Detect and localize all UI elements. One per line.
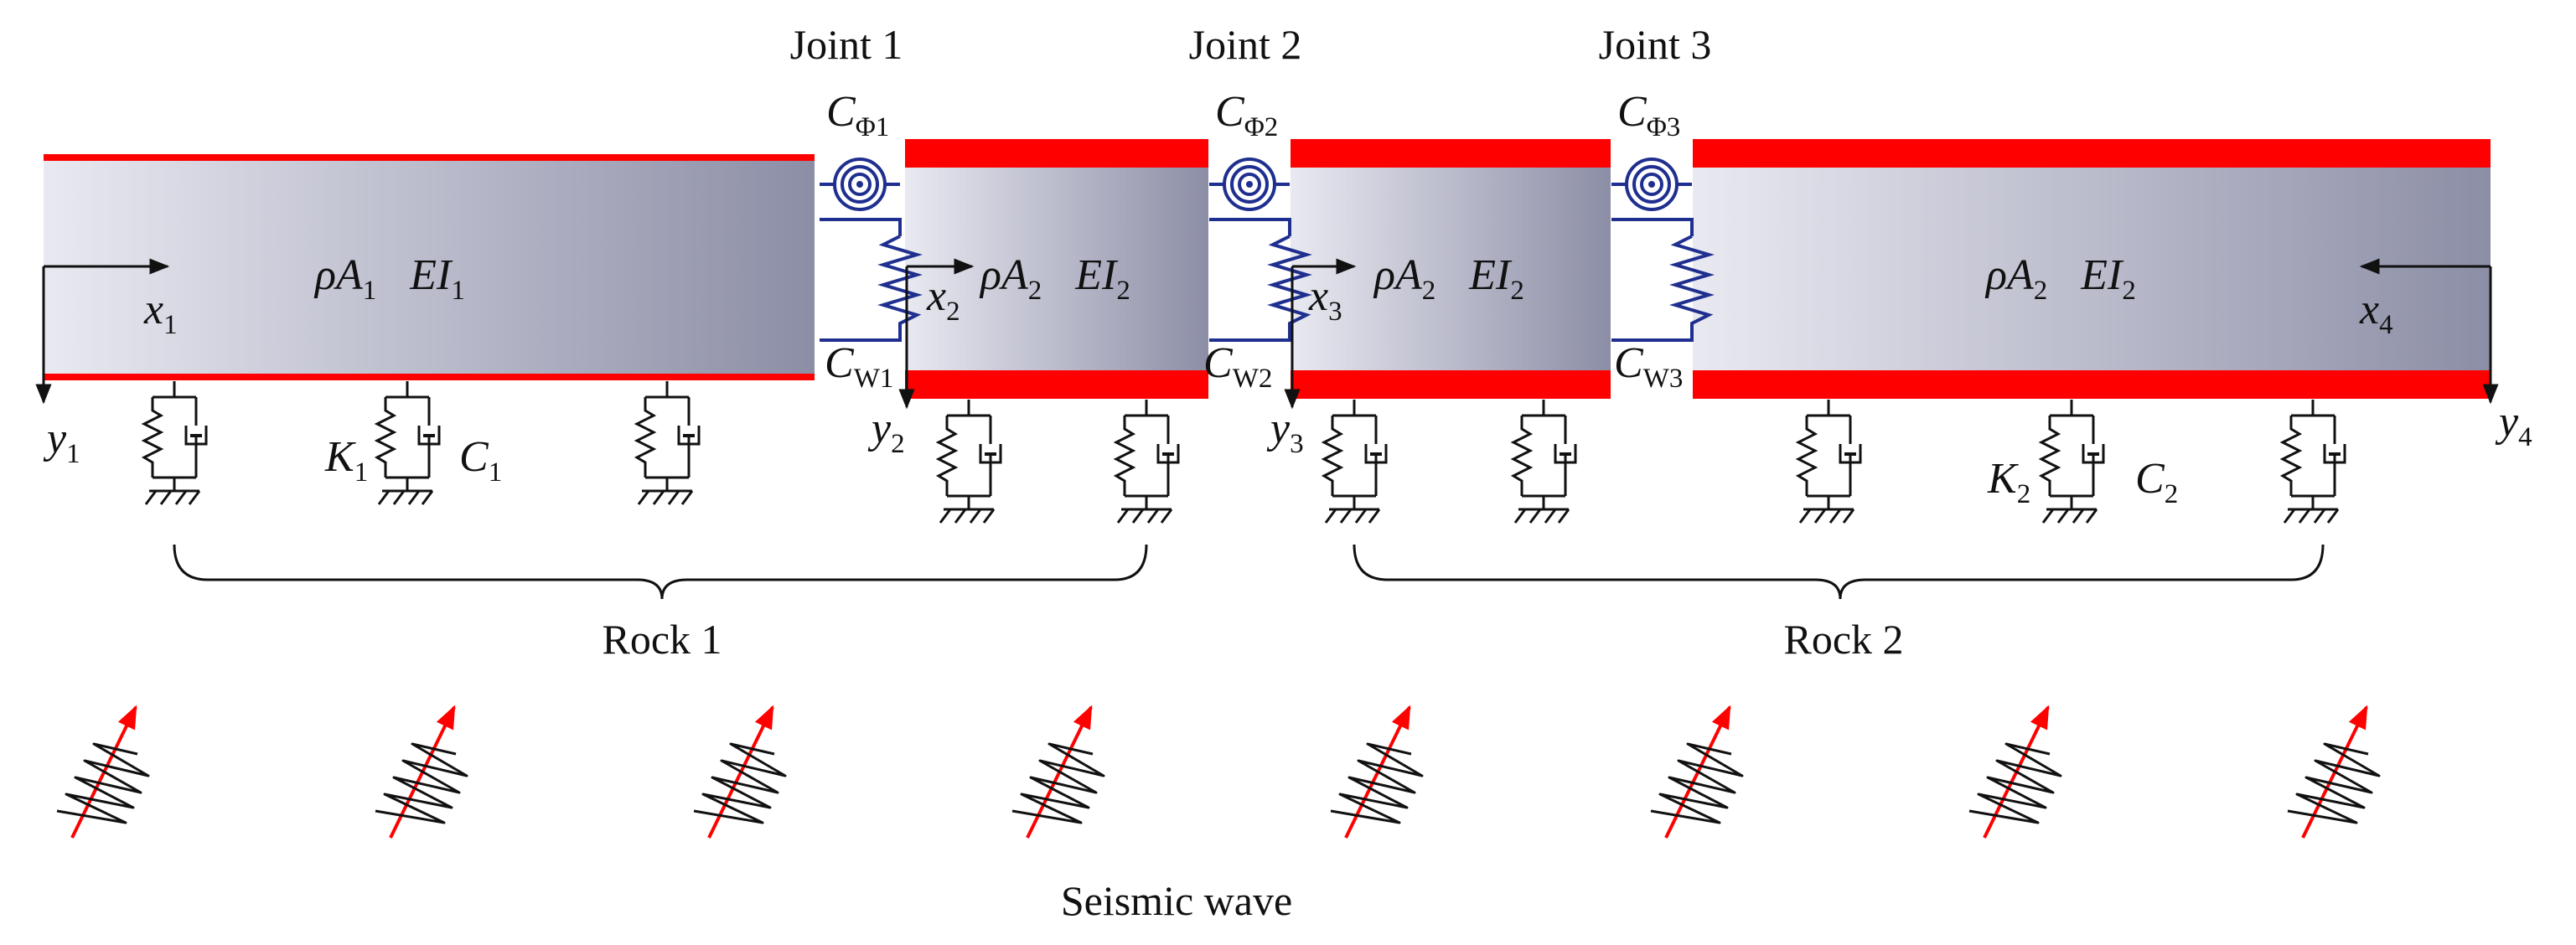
rock-2-brace [1353, 544, 2325, 600]
joint-2-label: Joint 2 [1189, 21, 1302, 68]
ground-support-10 [2281, 398, 2346, 524]
lining-bottom-2 [905, 370, 1208, 399]
joint-1-label: Joint 1 [790, 21, 903, 68]
axes-2 [898, 258, 975, 410]
foundation-c2-label: C2 [2135, 455, 2178, 509]
ground-support-4 [937, 398, 1002, 524]
axes-1 [35, 258, 170, 405]
ground-support-5 [1115, 398, 1180, 524]
axis-y3-label: y3 [1266, 405, 1304, 459]
rot-spring-label-2: CΦ2 [1215, 88, 1278, 142]
axis-x1-label: x1 [143, 286, 178, 340]
seismic-wave-3 [694, 707, 785, 838]
tunnel-segment-4 [1693, 139, 2491, 397]
rot-spring-label-1: CΦ1 [826, 88, 889, 142]
rock-1-label: Rock 1 [602, 616, 722, 663]
rock-1-brace [173, 544, 1148, 600]
shear-spring-label-1: CW1 [825, 339, 893, 394]
seismic-wave-2 [375, 707, 467, 838]
rock-2-label: Rock 2 [1783, 616, 1903, 663]
seismic-wave-5 [1331, 707, 1422, 838]
ground-support-8 [1797, 398, 1862, 524]
foundation-k1-label: K1 [324, 433, 368, 488]
ground-support-6 [1322, 398, 1388, 524]
tunnel-segment-2 [905, 139, 1208, 397]
axis-y4-label: y4 [2495, 398, 2532, 452]
axis-x3-label: x3 [1308, 272, 1342, 327]
ground-support-1 [142, 380, 208, 506]
lining-top-4 [1693, 139, 2491, 168]
rot-spring-label-3: CΦ3 [1617, 88, 1680, 142]
seismic-wave-4 [1012, 707, 1104, 838]
seismic-wave-label: Seismic wave [1061, 877, 1292, 924]
axis-y1-label: y1 [43, 415, 80, 469]
lining-bottom-3 [1291, 370, 1611, 399]
joint-3-label: Joint 3 [1599, 21, 1712, 68]
seismic-wave-6 [1651, 707, 1742, 838]
lining-top-2 [905, 139, 1208, 168]
shear-spring-label-3: CW3 [1614, 339, 1683, 394]
tunnel-segment-1 [44, 158, 815, 377]
axis-x4-label: x4 [2359, 286, 2393, 340]
axis-y2-label: y2 [867, 405, 905, 459]
lining-bottom-4 [1693, 370, 2491, 399]
lining-bottom-1 [44, 374, 815, 380]
ground-support-9 [2040, 398, 2105, 524]
shear-spring-label-2: CW2 [1203, 339, 1272, 394]
axes-4 [2359, 258, 2499, 405]
ground-support-7 [1512, 398, 1577, 524]
tunnel-segment-3 [1291, 139, 1611, 397]
axes-3 [1284, 258, 1357, 410]
foundation-c1-label: C1 [459, 433, 502, 488]
lining-top-3 [1291, 139, 1611, 168]
seismic-wave-7 [1969, 707, 2061, 838]
ground-support-3 [635, 380, 701, 506]
axis-x2-label: x2 [926, 272, 960, 327]
foundation-k2-label: K2 [1987, 455, 2030, 509]
seismic-wave-8 [2288, 707, 2379, 838]
seismic-wave-1 [57, 707, 148, 838]
joint-spring-1 [818, 158, 918, 342]
ground-support-2 [375, 380, 441, 506]
lining-top-1 [44, 154, 815, 161]
